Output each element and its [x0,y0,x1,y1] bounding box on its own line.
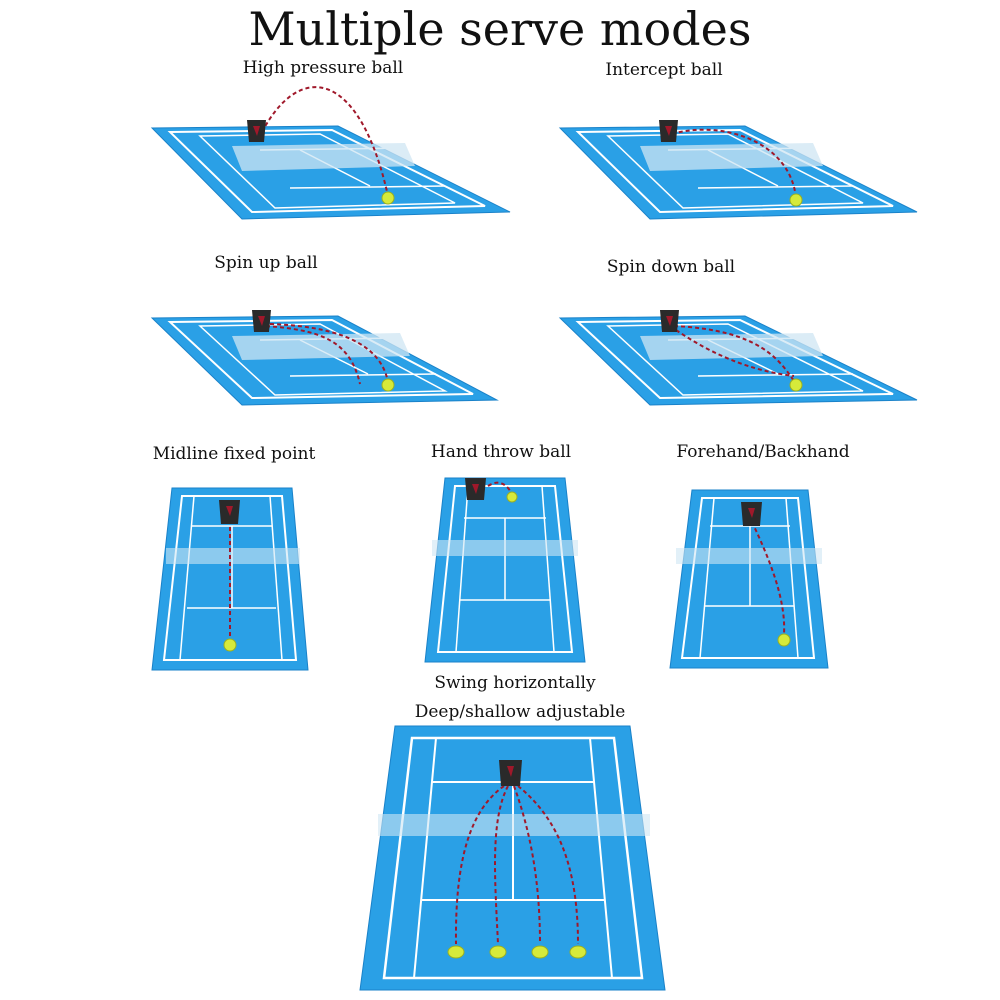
tennis-ball-icon [569,945,587,959]
ball-machine-icon [741,502,762,526]
ball-machine-icon [659,120,678,142]
tennis-ball-icon [506,491,518,503]
label-forehand-backhand: Forehand/Backhand [676,442,850,462]
court-spin-down [558,315,918,406]
ball-machine-icon [247,120,266,142]
tennis-ball-icon [447,945,465,959]
label-swing-horizontally: Swing horizontally [434,673,596,693]
label-deep-shallow-adjustable: Deep/shallow adjustable [414,702,626,722]
tennis-ball-icon [381,378,395,392]
ball-machine-icon [219,500,240,524]
ball-machine-icon [660,310,679,332]
ball-machine-icon [465,478,486,500]
page-title: Multiple serve modes [248,2,752,56]
court-midline-fixed-point [151,487,309,671]
label-high-pressure-ball: High pressure ball [242,58,404,78]
label-hand-throw-ball: Hand throw ball [430,442,572,462]
label-midline-fixed-point: Midline fixed point [152,444,316,464]
court-spin-up [150,315,499,406]
ball-machine-icon [499,760,522,786]
tennis-ball-icon [381,191,395,205]
court-high-pressure [150,86,511,220]
label-intercept-ball: Intercept ball [605,60,723,80]
court-hand-throw [424,477,586,663]
court-intercept [558,125,918,220]
tennis-ball-icon [789,193,803,207]
tennis-ball-icon [531,945,549,959]
tennis-ball-icon [489,945,507,959]
tennis-ball-icon [777,633,791,647]
tennis-ball-icon [789,378,803,392]
court-forehand-backhand [669,489,829,669]
court-swing-horizontally [359,725,666,991]
ball-machine-icon [252,310,271,332]
label-spin-down-ball: Spin down ball [606,257,736,277]
label-spin-up-ball: Spin up ball [214,253,318,273]
tennis-ball-icon [223,638,237,652]
